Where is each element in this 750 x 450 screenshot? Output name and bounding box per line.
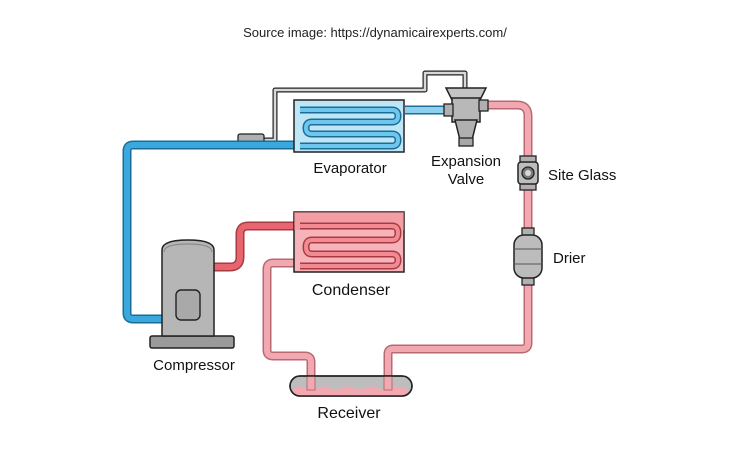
suction-line xyxy=(122,140,294,324)
drier-label: Drier xyxy=(553,250,586,267)
site-glass-label: Site Glass xyxy=(548,167,616,184)
compressor-label: Compressor xyxy=(153,357,235,374)
receiver xyxy=(289,375,413,397)
receiver-label: Receiver xyxy=(317,405,381,422)
evaporator-label: Evaporator xyxy=(313,160,386,177)
drier xyxy=(513,227,543,286)
expansion-valve-label-line2: Valve xyxy=(448,171,484,188)
compressor xyxy=(149,239,235,349)
site-glass xyxy=(517,155,539,191)
condenser-label: Condenser xyxy=(312,282,391,299)
liquid-line xyxy=(383,100,533,376)
discharge-line xyxy=(213,221,294,272)
expansion-valve-label-line1: Expansion xyxy=(431,153,501,170)
condenser xyxy=(293,211,405,273)
source-caption: Source image: https://dynamicairexperts.… xyxy=(243,25,507,40)
expansion-valve xyxy=(443,87,489,147)
evaporator xyxy=(293,99,405,153)
condenser-outlet-line xyxy=(262,258,316,376)
